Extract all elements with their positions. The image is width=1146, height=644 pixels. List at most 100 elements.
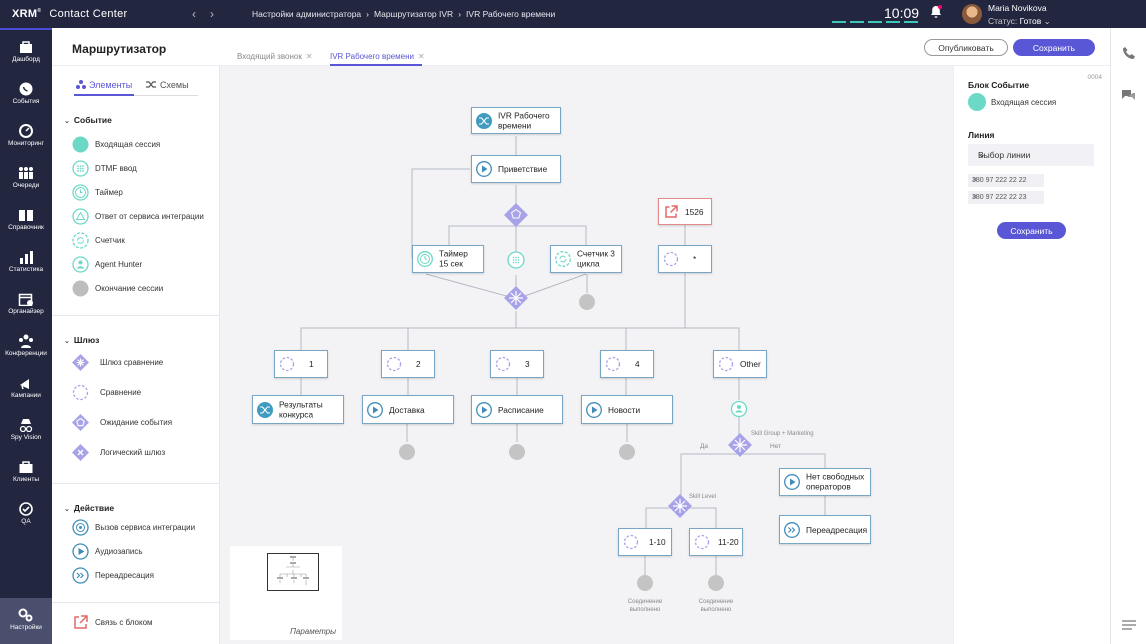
element-redirect[interactable]: Переадресация — [72, 567, 212, 585]
node-label: 11-20 — [718, 536, 739, 547]
sidebar-item-settings[interactable]: Настройки — [0, 598, 52, 644]
sidebar-item-campaigns[interactable]: Кампании — [0, 370, 52, 408]
sidebar-item-conferences[interactable]: Конференции — [0, 328, 52, 366]
chip-label: 380 97 222 22 22 — [972, 177, 1027, 184]
minimap[interactable]: Параметры — [230, 546, 342, 640]
element-wait-event[interactable]: Ожидание события — [72, 414, 212, 432]
sidebar-item-statistics[interactable]: Статистика — [0, 244, 52, 282]
play-icon — [586, 401, 602, 418]
element-incoming-session[interactable]: Входящая сессия — [72, 136, 212, 154]
section-event[interactable]: ⌄Событие — [64, 115, 112, 125]
qa-icon — [19, 502, 33, 516]
book-icon — [19, 210, 33, 221]
chat-icon[interactable] — [1121, 88, 1137, 102]
flow-node-redirect[interactable]: Переадресация — [779, 515, 871, 544]
divider — [52, 602, 220, 603]
element-label: Сравнение — [100, 388, 142, 397]
flow-node-range-11-20[interactable]: 11-20 — [689, 528, 743, 556]
element-timer[interactable]: Таймер — [72, 184, 212, 202]
sidebar-item-organizer[interactable]: Органайзер — [0, 286, 52, 324]
flow-node-greeting[interactable]: Приветствие — [471, 155, 561, 183]
publish-button[interactable]: Опубликовать — [924, 39, 1008, 56]
save-button[interactable]: Сохранить — [1013, 39, 1095, 56]
sidebar-item-label: Настройки — [10, 624, 42, 631]
elements-icon — [76, 80, 86, 89]
flow-node-choice-other[interactable]: Other — [713, 350, 767, 378]
element-audio[interactable]: Аудиозапись — [72, 543, 212, 561]
element-label: Ответ от сервиса интеграции — [95, 212, 204, 221]
connector-label: Соединение выполнено — [627, 599, 663, 613]
avatar[interactable] — [962, 4, 982, 24]
properties-save-button[interactable]: Сохранить — [997, 222, 1066, 239]
flow-node-no-operators[interactable]: Нет свободных операторов — [779, 468, 871, 496]
tab-elements[interactable]: Элементы — [76, 80, 132, 90]
flow-node-choice-2[interactable]: 2 — [381, 350, 435, 378]
flow-node-choice-3[interactable]: 3 — [490, 350, 544, 378]
brand: XRM — [12, 8, 38, 20]
user-status[interactable]: Статус: Готов ⌄ — [988, 16, 1051, 27]
minimap-viewport[interactable] — [267, 553, 319, 591]
sidebar-item-spy-vision[interactable]: Spy Vision — [0, 412, 52, 450]
element-label: Вызов сервиса интеграции — [95, 523, 196, 532]
node-label: Новости — [608, 404, 641, 415]
element-integration-call[interactable]: Вызов сервиса интеграции — [72, 519, 212, 537]
sidebar-item-dashboard[interactable]: Дашборд — [0, 34, 52, 72]
element-dtmf[interactable]: DTMF ввод — [72, 160, 212, 178]
play-icon — [367, 401, 383, 418]
sidebar-item-queues[interactable]: Очереди — [0, 160, 52, 198]
breadcrumb-item[interactable]: Настройки администратора — [252, 9, 362, 19]
chevron-down-icon: ⌄ — [978, 149, 986, 159]
element-integration-response[interactable]: Ответ от сервиса интеграции — [72, 208, 212, 226]
element-gateway-compare[interactable]: Шлюз сравнение — [72, 354, 212, 372]
flow-node-start[interactable]: IVR Рабочего времени — [471, 107, 561, 134]
flow-canvas[interactable]: IVR Рабочего времени Приветствие Таймер … — [220, 66, 953, 644]
conference-icon — [19, 334, 33, 348]
external-link-icon — [74, 615, 88, 629]
close-icon[interactable]: ✕ — [417, 52, 425, 61]
close-icon[interactable]: ✕ — [972, 194, 978, 201]
app-logo[interactable]: XRM®Contact Center — [12, 8, 128, 20]
tab-schemes[interactable]: Схемы — [146, 80, 189, 90]
section-gateway[interactable]: ⌄Шлюз — [64, 335, 99, 345]
sidebar-item-monitoring[interactable]: Мониторинг — [0, 118, 52, 156]
sidebar-item-events[interactable]: События — [0, 76, 52, 114]
phone-icon[interactable] — [1122, 46, 1136, 60]
menu-icon[interactable] — [1122, 620, 1136, 630]
sidebar-item-clients[interactable]: Клиенты — [0, 454, 52, 492]
flow-node-star[interactable]: * — [658, 245, 712, 273]
element-compare[interactable]: Сравнение — [72, 384, 212, 402]
bell-icon[interactable] — [930, 5, 942, 19]
sidebar-item-qa[interactable]: QA — [0, 496, 52, 534]
flow-node-schedule[interactable]: Расписание — [471, 395, 563, 424]
sidebar-item-label: Spy Vision — [10, 434, 42, 441]
forward-arrow-icon[interactable]: › — [210, 7, 214, 21]
flow-node-choice-4[interactable]: 4 — [600, 350, 654, 378]
flow-node-timer[interactable]: Таймер 15 сек — [412, 245, 484, 273]
flow-node-link-1526[interactable]: 1526 — [658, 198, 712, 225]
section-action[interactable]: ⌄Действие — [64, 503, 114, 513]
flow-node-range-1-10[interactable]: 1-10 — [618, 528, 672, 556]
tab-incoming-call[interactable]: Входящий звонок✕ — [237, 52, 313, 61]
sidebar-item-directory[interactable]: Справочник — [0, 202, 52, 240]
sidebar-item-label: Дашборд — [12, 56, 40, 63]
back-arrow-icon[interactable]: ‹ — [192, 7, 196, 21]
flow-node-counter[interactable]: Счетчик 3 цикла — [550, 245, 622, 273]
node-label: Таймер 15 сек — [439, 248, 468, 269]
line-select[interactable]: Выбор линии⌄ — [968, 144, 1094, 166]
flow-node-delivery[interactable]: Доставка — [362, 395, 454, 424]
element-session-end[interactable]: Окончание сессии — [72, 280, 212, 298]
element-counter[interactable]: Счетчик — [72, 232, 212, 250]
flow-node-news[interactable]: Новости — [581, 395, 673, 424]
close-icon[interactable]: ✕ — [305, 52, 313, 61]
element-logic-gateway[interactable]: Логический шлюз — [72, 444, 212, 462]
close-icon[interactable]: ✕ — [972, 177, 978, 184]
flow-node-contest-results[interactable]: Результаты конкурса — [252, 395, 344, 424]
gray-circle-icon — [72, 280, 89, 297]
flow-node-choice-1[interactable]: 1 — [274, 350, 328, 378]
element-agent-hunter[interactable]: Agent Hunter — [72, 256, 212, 274]
tab-label: Схемы — [160, 80, 189, 90]
breadcrumb-item[interactable]: Маршрутизатор IVR — [374, 9, 454, 19]
triangle-icon — [72, 208, 89, 225]
tab-ivr-work-time[interactable]: IVR Рабочего времени✕ — [330, 52, 425, 61]
link-to-block[interactable]: Связь с блоком — [72, 614, 212, 632]
